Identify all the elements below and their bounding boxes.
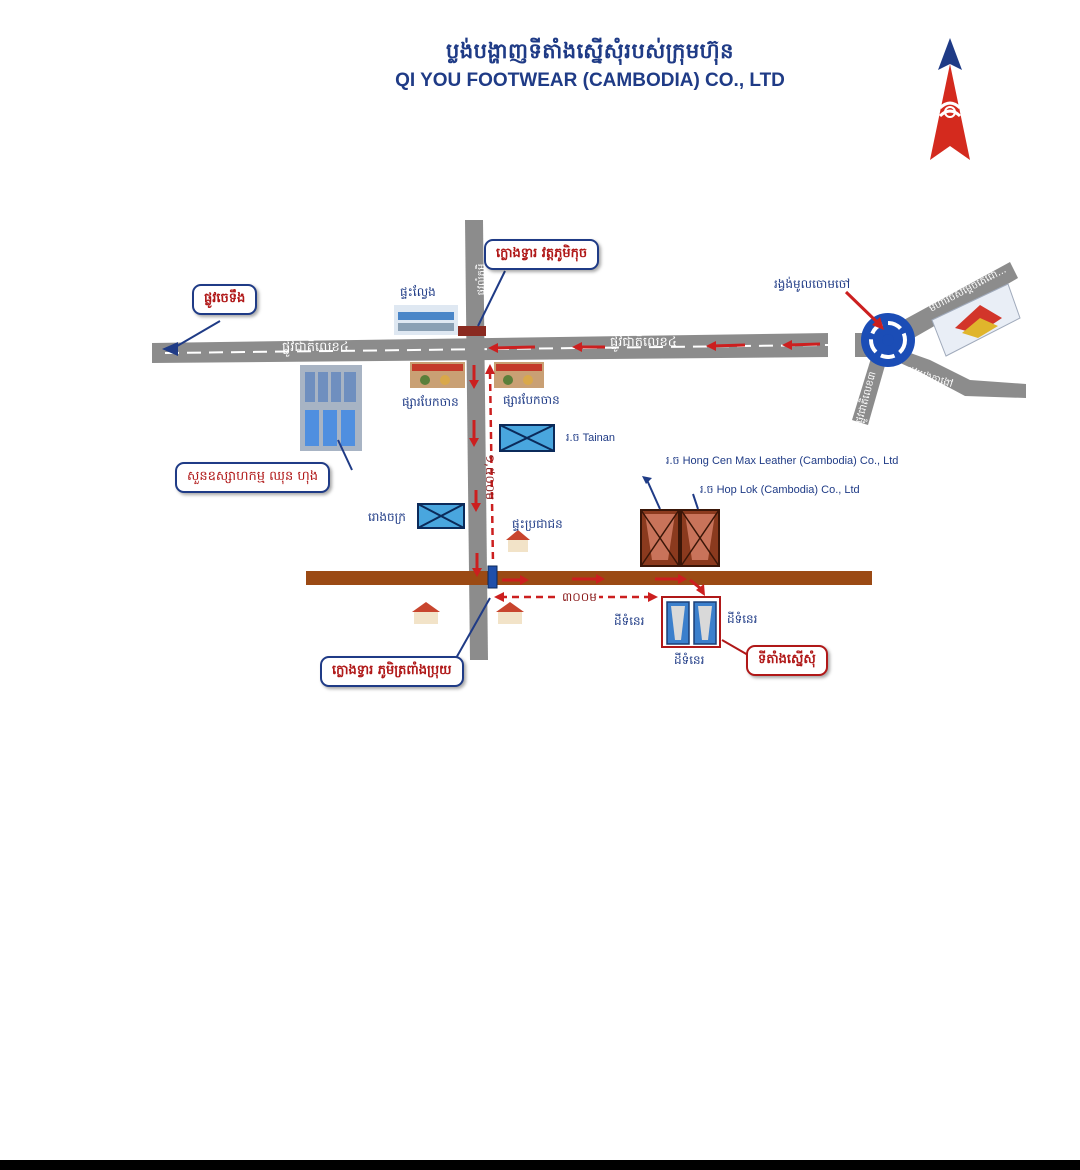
garage-icon (417, 503, 465, 529)
crosswalk (828, 333, 855, 357)
vacant-land-left: ដីទំនេរ (614, 614, 645, 628)
industrial-park-picture (300, 365, 362, 451)
national-road-label-right: ផ្លូវជាតិលេខ៤ (610, 335, 677, 350)
roundabout-branches (852, 262, 1026, 425)
roundabout-label: រង្វង់មូលចោមចៅ (774, 277, 851, 291)
house-icon (496, 602, 524, 624)
distance-horizontal: ៣០០ម (560, 589, 599, 607)
gate-village-marker (487, 565, 498, 589)
shophouse-picture (394, 305, 458, 335)
house-people-label: ផ្ទះប្រជាជន (512, 517, 563, 531)
callout-gate-village: ក្លោងទ្វារ ភូមិត្រពាំងប្រុយ (320, 656, 464, 687)
market-left-label: ផ្សារបែកចាន (402, 395, 459, 409)
market-right-picture (494, 362, 544, 388)
callout-kampong-speu: ផ្លូវចេទឹង (192, 284, 258, 315)
north-arrow-icon (930, 38, 970, 160)
shophouse-label: ផ្ទះល្វែង (400, 285, 436, 299)
distance-vertical: ១,៥០០ម (483, 453, 498, 501)
vacant-land-bottom: ដីទំនេរ (674, 653, 705, 667)
leader-line (646, 479, 661, 510)
hong-cen-label: រ.ច Hong Cen Max Leather (Cambodia) Co.,… (666, 455, 899, 467)
requested-site (661, 596, 721, 648)
house-icon (412, 602, 440, 624)
national-road-label-left: ផ្លូវជាតិលេខ៤ (282, 340, 349, 355)
hong-cen-factory-icon (640, 509, 680, 567)
callout-industrial-park: សួនឧស្សាហកម្ម ឈុន ហុង (175, 462, 330, 493)
callout-gate-wat: ក្លោងទ្វារ វត្តភូមិកុច (484, 239, 600, 270)
bottom-bar (0, 1160, 1080, 1170)
leader-line (692, 493, 699, 510)
monument-picture (931, 283, 1021, 357)
callout-pointer (171, 320, 221, 350)
tainan-factory-label: រ.ច Tainan (566, 432, 616, 444)
title-english: QI YOU FOOTWEAR (CAMBODIA) CO., LTD (395, 70, 785, 91)
market-left-picture (410, 362, 465, 388)
tainan-factory-icon (499, 424, 555, 452)
hop-lok-factory-icon (680, 509, 720, 567)
roundabout (861, 313, 915, 367)
callout-pointers (337, 270, 506, 661)
site-pointer (721, 639, 749, 656)
roundabout-pointer (844, 290, 880, 325)
callout-requested-site: ទីតាំងស្នើសុំ (746, 645, 828, 676)
market-right-label: ផ្សារបែកចាន (503, 393, 560, 407)
gate-wat-marker (458, 326, 486, 336)
vacant-land-right: ដីទំនេរ (727, 612, 758, 626)
title-khmer: ប្លង់បង្ហាញទីតាំងស្នើសុំរបស់ក្រុមហ៊ុន (445, 38, 735, 63)
house-icon (506, 530, 530, 552)
arrow-left-icon (162, 342, 178, 356)
route-arrows (469, 340, 821, 596)
garage-label: រោងចក្រ (368, 510, 406, 524)
hop-lok-label: រ.ច Hop Lok (Cambodia) Co., Ltd (700, 484, 860, 496)
